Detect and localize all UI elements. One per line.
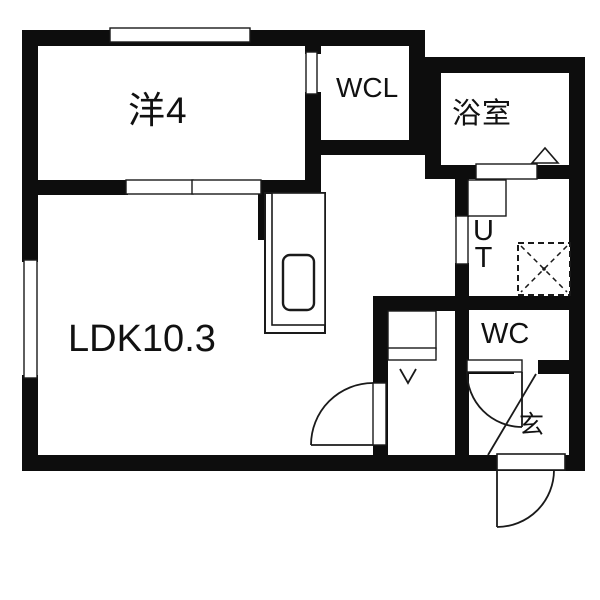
door-ldk-hallway-swing-arc [310,382,374,446]
room-label-toilet: WC [481,318,530,350]
wall-left-outer-upper [22,30,38,262]
door-bathroom [475,163,538,180]
washing-machine-pan-diag-1 [520,245,568,293]
wall-bedroom-ldk-2 [258,180,320,195]
wall-genkan-left [455,374,469,455]
wall-hall-ut [455,179,469,217]
washing-machine-drain-icon [542,267,546,271]
door-ldk-hallway-leaf [372,382,387,446]
door-walk-in-closet [305,51,318,95]
wall-ut-bottom [455,296,585,310]
room-label-bathroom: 浴室 [452,98,513,130]
wall-bedroom-ldk [22,180,128,195]
sliding-door-bedroom-ldk-panel-1 [125,179,194,195]
door-utility [455,215,469,265]
window-ldk-west [23,259,38,379]
wall-right-outer [569,57,585,471]
wall-left-outer-lower [22,375,38,471]
door-toilet [466,359,523,373]
wall-bath-left [425,57,441,179]
wall-wcl-right [409,30,425,152]
door-toilet-swing-arc [466,371,523,428]
genkan-step-line [487,373,537,456]
sliding-door-bedroom-ldk-panel-2 [191,179,262,195]
wall-bedroom-right [305,30,321,54]
wall-wc-bottom-2 [538,360,569,374]
entrance-front-door-threshold [496,453,566,471]
fixtures-group [264,192,571,334]
wall-bath-bottom [425,165,478,179]
wall-top-bath-h [409,57,585,73]
room-label-bedroom: 洋4 [128,90,188,131]
bathroom-vent-triangle-icon [530,146,560,164]
utility-shelf [467,179,507,217]
step-marker-icon [399,368,417,385]
door-hallway-closet [387,347,437,361]
room-label-wcl: WCL [336,72,399,103]
entrance-front-door-swing-arc [496,469,555,528]
room-label-ldk: LDK10.3 [68,318,216,360]
openings-group [23,27,566,528]
room-label-genkan: 玄 [519,411,545,439]
wall-bedroom-right-2 [305,92,321,195]
washing-machine-pan-diag-2 [520,245,568,293]
hallway-closet [387,310,437,350]
wall-corridor-top [373,296,455,311]
window-bedroom-north [109,27,251,43]
wall-wcl-bottom [320,140,425,155]
wall-wc-left [455,310,469,368]
kitchen-sink [281,253,316,312]
wall-bottom-outer [22,455,500,471]
